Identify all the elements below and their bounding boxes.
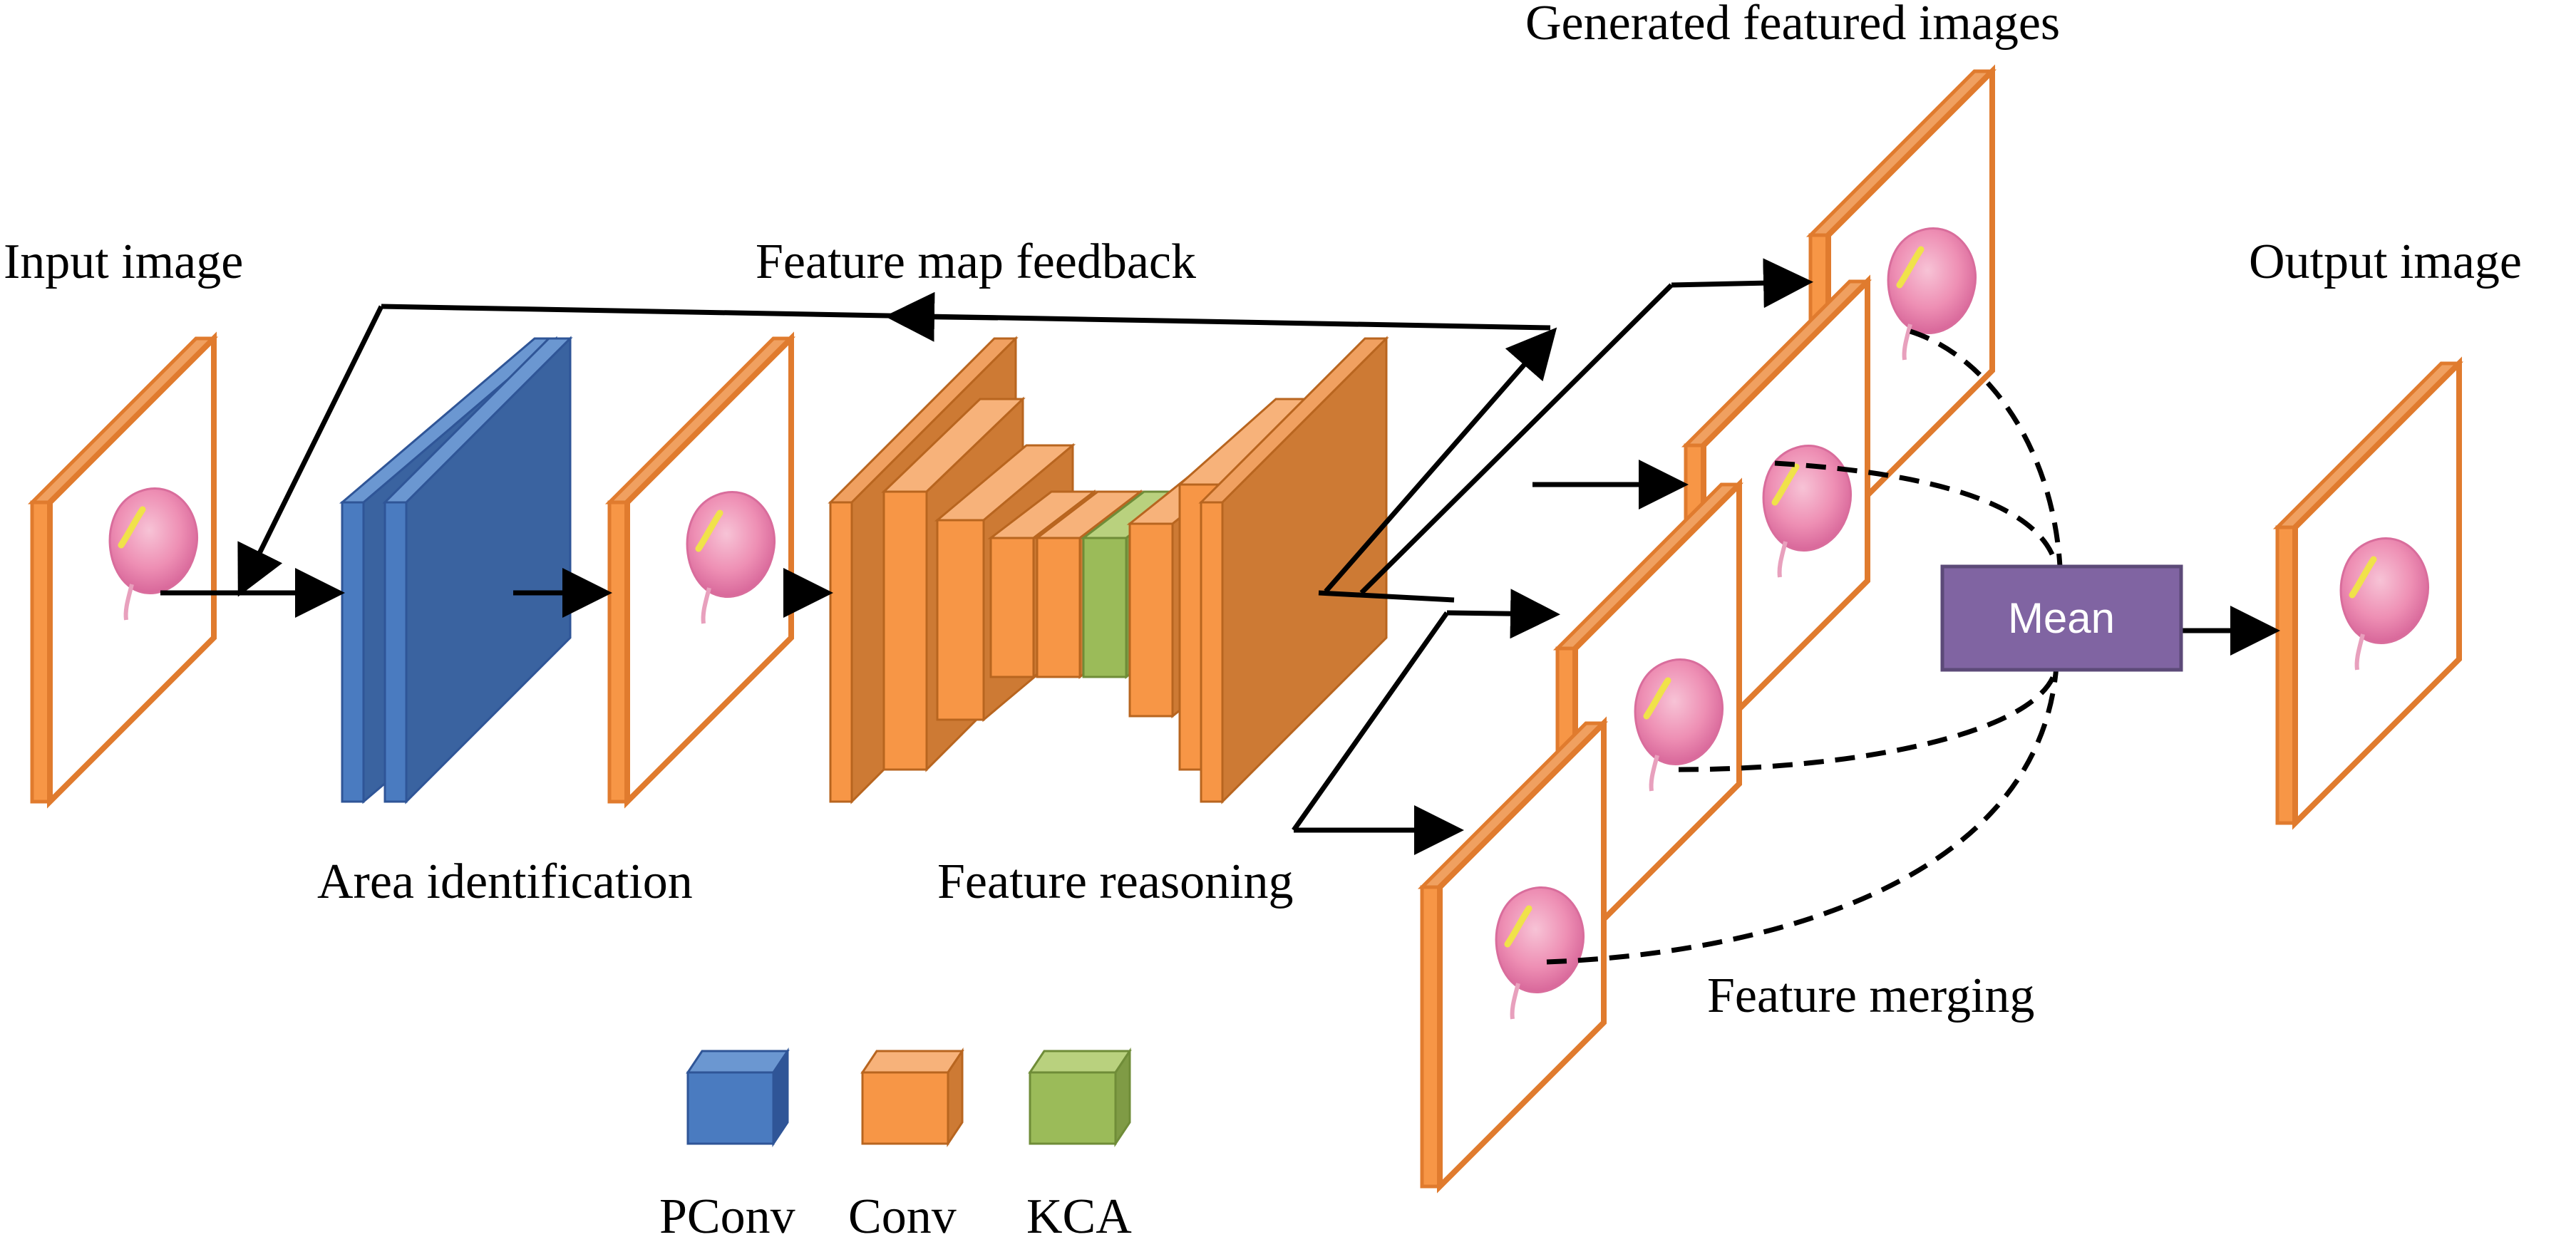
arrow-to-generated-1 bbox=[1671, 258, 1813, 309]
intermediate-image-frame bbox=[604, 331, 796, 809]
output-image-frame bbox=[2272, 356, 2464, 830]
merge-curve-2 bbox=[1774, 460, 2059, 567]
legend-pconv-swatch bbox=[686, 1047, 790, 1147]
feature-reasoning-label: Feature reasoning bbox=[937, 854, 1294, 909]
legend-pconv-label: PConv bbox=[659, 1189, 795, 1244]
generated-image-4 bbox=[1417, 716, 1609, 1194]
legend-kca-swatch bbox=[1028, 1047, 1132, 1147]
feedback-return-arrow bbox=[237, 305, 384, 597]
branch-trunk-2 bbox=[1292, 611, 1449, 832]
legend-kca-label: KCA bbox=[1026, 1189, 1132, 1244]
generated-featured-images-label: Generated featured images bbox=[1525, 0, 2060, 51]
conv-block-8 bbox=[1198, 336, 1389, 804]
mean-label: Mean bbox=[2008, 594, 2115, 642]
merge-curve-1 bbox=[1909, 328, 2063, 567]
feature-merging-label: Feature merging bbox=[1707, 968, 2034, 1023]
merge-curve-4 bbox=[1546, 666, 2059, 965]
feedback-midpoint-arrow bbox=[885, 291, 999, 342]
pconv-block-2 bbox=[382, 336, 573, 804]
merge-curve-3 bbox=[1678, 666, 2059, 772]
branch-trunk-1 bbox=[1359, 283, 1674, 595]
feature-map-feedback-label: Feature map feedback bbox=[756, 234, 1196, 289]
legend-conv-swatch bbox=[860, 1047, 964, 1147]
mean-box: Mean bbox=[1940, 564, 2183, 672]
area-identification-label: Area identification bbox=[317, 854, 693, 909]
feedback-arrow bbox=[1324, 327, 1557, 594]
legend: PConv Conv KCA bbox=[659, 1047, 1132, 1244]
arrow-to-generated-3 bbox=[1446, 589, 1560, 639]
legend-conv-label: Conv bbox=[848, 1189, 957, 1244]
arrow-from-conv-to-generated-3 bbox=[1318, 590, 1455, 603]
output-image-label: Output image bbox=[2249, 234, 2522, 289]
input-image-frame bbox=[27, 331, 219, 809]
input-image-label: Input image bbox=[4, 234, 243, 289]
